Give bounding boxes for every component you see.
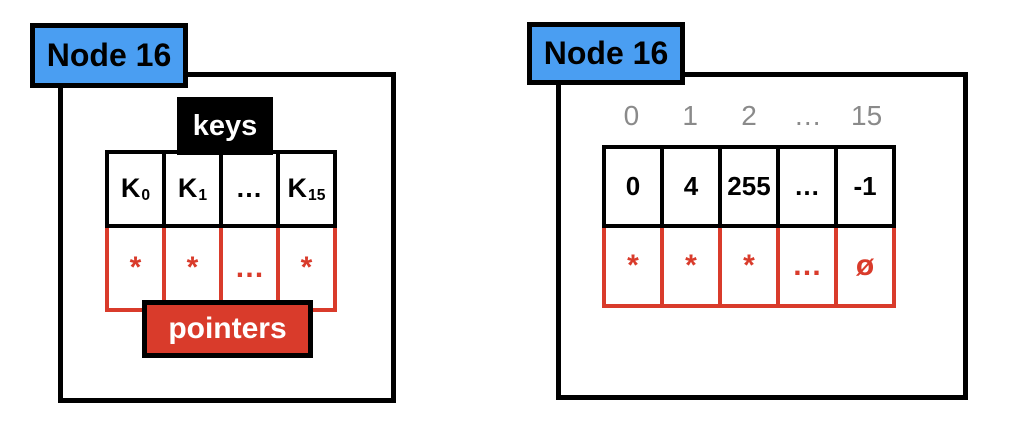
right-keys-row: 0 4 255 … -1 [602,145,896,228]
left-keys-label: keys [177,97,273,155]
right-slot-index-row: 0 1 2 … 15 [602,100,896,132]
left-pointer-cell-15: * [276,224,337,312]
slot-index-0: 0 [623,100,640,131]
right-pointer-cell-ellipsis: … [776,224,838,308]
right-pointer-cell-1: * [660,224,722,308]
slot-index-1: 1 [682,100,698,131]
right-pointers-row: * * * … ø [602,224,896,308]
right-key-cell-ellipsis: … [776,145,838,228]
key-text: K15 [287,173,326,204]
right-key-cell-1: 4 [660,145,722,228]
left-pointer-cell-1: * [162,224,223,312]
right-node-title: Node 16 [527,22,685,85]
slot-index-15: 15 [851,100,883,131]
slot-index-2: 2 [741,100,757,131]
right-pointer-cell-2: * [718,224,780,308]
left-key-cell-0: K0 [105,150,166,228]
right-node-outer-box [556,72,968,400]
left-pointer-cell-ellipsis: … [219,224,280,312]
left-pointers-row: * * … * [105,224,337,312]
left-pointer-cell-0: * [105,224,166,312]
left-key-cell-ellipsis: … [219,150,280,228]
slot-index-ellipsis: … [793,100,822,131]
left-node-outer-box [58,72,396,403]
right-pointer-cell-0: * [602,224,664,308]
right-key-cell-0: 0 [602,145,664,228]
key-text: K1 [177,173,208,204]
key-text: … [235,173,263,204]
left-keys-row: K0 K1 … K15 [105,150,337,228]
left-key-cell-15: K15 [276,150,337,228]
key-text: K0 [120,173,151,204]
right-key-cell-15: -1 [834,145,896,228]
right-pointer-cell-null: ø [834,224,896,308]
left-pointers-label: pointers [142,300,313,358]
left-node-title: Node 16 [30,23,188,88]
right-key-cell-2: 255 [718,145,780,228]
left-key-cell-1: K1 [162,150,223,228]
